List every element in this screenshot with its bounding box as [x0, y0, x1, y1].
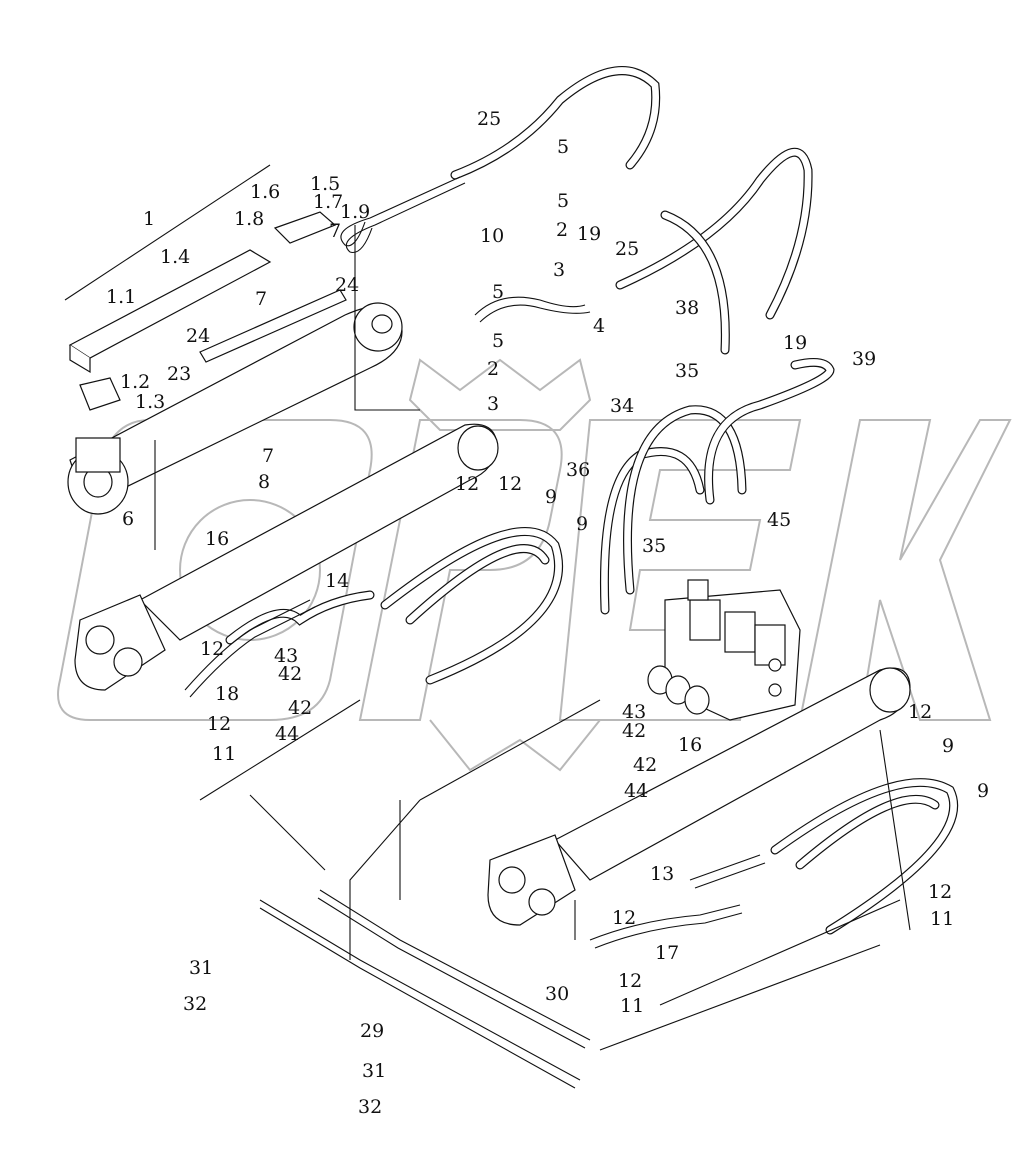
callout-42a: 42 — [278, 663, 302, 685]
callout-25b: 25 — [615, 238, 639, 260]
callout-11c: 11 — [620, 995, 644, 1017]
hoses — [225, 66, 959, 935]
callout-31a: 31 — [189, 957, 213, 979]
callout-42c: 42 — [622, 720, 646, 742]
callout-2a: 2 — [556, 219, 568, 241]
control-valve — [647, 579, 801, 721]
callout-1-2: 1.2 — [120, 371, 150, 393]
cylinder-left — [74, 423, 499, 691]
callout-12d: 12 — [908, 701, 932, 723]
callout-35b: 35 — [642, 535, 666, 557]
callout-8: 8 — [258, 471, 270, 493]
callout-42d: 42 — [633, 754, 657, 776]
pipes — [184, 176, 766, 1089]
callout-12f: 12 — [612, 907, 636, 929]
callout-5d: 5 — [492, 330, 504, 352]
callout-9d: 9 — [977, 780, 989, 802]
callout-44b: 44 — [624, 780, 648, 802]
leader-lines — [64, 164, 911, 1051]
callout-5a: 5 — [557, 136, 569, 158]
callout-7c: 7 — [262, 445, 274, 467]
callout-9b: 9 — [576, 513, 588, 535]
callout-34: 34 — [610, 395, 634, 417]
callout-36: 36 — [566, 459, 590, 481]
callout-32a: 32 — [183, 993, 207, 1015]
callout-19a: 19 — [577, 223, 601, 245]
callout-12g: 12 — [618, 970, 642, 992]
callout-18: 18 — [215, 683, 239, 705]
callout-31b: 31 — [362, 1060, 386, 1082]
callout-1-5: 1.5 — [310, 173, 340, 195]
callout-42b: 42 — [288, 697, 312, 719]
callout-11b: 11 — [930, 908, 954, 930]
callout-6: 6 — [122, 508, 134, 530]
callout-12b: 12 — [200, 638, 224, 660]
callout-19b: 19 — [783, 332, 807, 354]
cylinder-upper — [67, 302, 403, 515]
callout-2b: 2 — [487, 358, 499, 380]
bracket-assembly — [68, 211, 347, 411]
callout-7b: 7 — [329, 220, 341, 242]
callout-1-3: 1.3 — [135, 391, 165, 413]
callout-35a: 35 — [675, 360, 699, 382]
callout-38: 38 — [675, 297, 699, 319]
callout-32b: 32 — [358, 1096, 382, 1118]
callout-9c: 9 — [942, 735, 954, 757]
callout-16a: 16 — [205, 528, 229, 550]
callout-29: 29 — [360, 1020, 384, 1042]
callout-12c: 12 — [207, 713, 231, 735]
callout-5b: 5 — [557, 190, 569, 212]
callout-12a: 12 — [498, 473, 522, 495]
callout-13: 13 — [650, 863, 674, 885]
callout-1: 1 — [143, 208, 155, 230]
callouts: 1 1.1 1.2 1.3 1.4 1.5 1.6 1.7 1.8 1.9 2 … — [106, 108, 989, 1118]
callout-5c: 5 — [492, 281, 504, 303]
callout-23: 23 — [167, 363, 191, 385]
callout-9a: 9 — [545, 486, 557, 508]
callout-45: 45 — [767, 509, 791, 531]
callout-24a: 24 — [335, 274, 359, 296]
callout-4: 4 — [593, 315, 605, 337]
callout-7a: 7 — [255, 288, 267, 310]
cylinder-right — [487, 667, 911, 926]
callout-25a: 25 — [477, 108, 501, 130]
callout-17: 17 — [655, 942, 679, 964]
callout-24b: 24 — [186, 325, 210, 347]
callout-1-8: 1.8 — [234, 208, 264, 230]
callout-43a: 43 — [274, 645, 298, 667]
callout-1-6: 1.6 — [250, 181, 280, 203]
callout-14: 14 — [325, 570, 349, 592]
callout-10: 10 — [480, 225, 504, 247]
callout-11a: 11 — [212, 743, 236, 765]
callout-3b: 3 — [487, 393, 499, 415]
callout-1-1: 1.1 — [106, 286, 136, 308]
callout-1-9: 1.9 — [340, 201, 370, 223]
callout-12e: 12 — [928, 881, 952, 903]
callout-43b: 43 — [622, 701, 646, 723]
callout-44a: 44 — [275, 723, 299, 745]
callout-12h: 12 — [455, 473, 479, 495]
callout-3a: 3 — [553, 259, 565, 281]
callout-30: 30 — [545, 983, 569, 1005]
callout-16b: 16 — [678, 734, 702, 756]
callout-1-7: 1.7 — [313, 191, 343, 213]
callout-1-4: 1.4 — [160, 246, 190, 268]
callout-39: 39 — [852, 348, 876, 370]
